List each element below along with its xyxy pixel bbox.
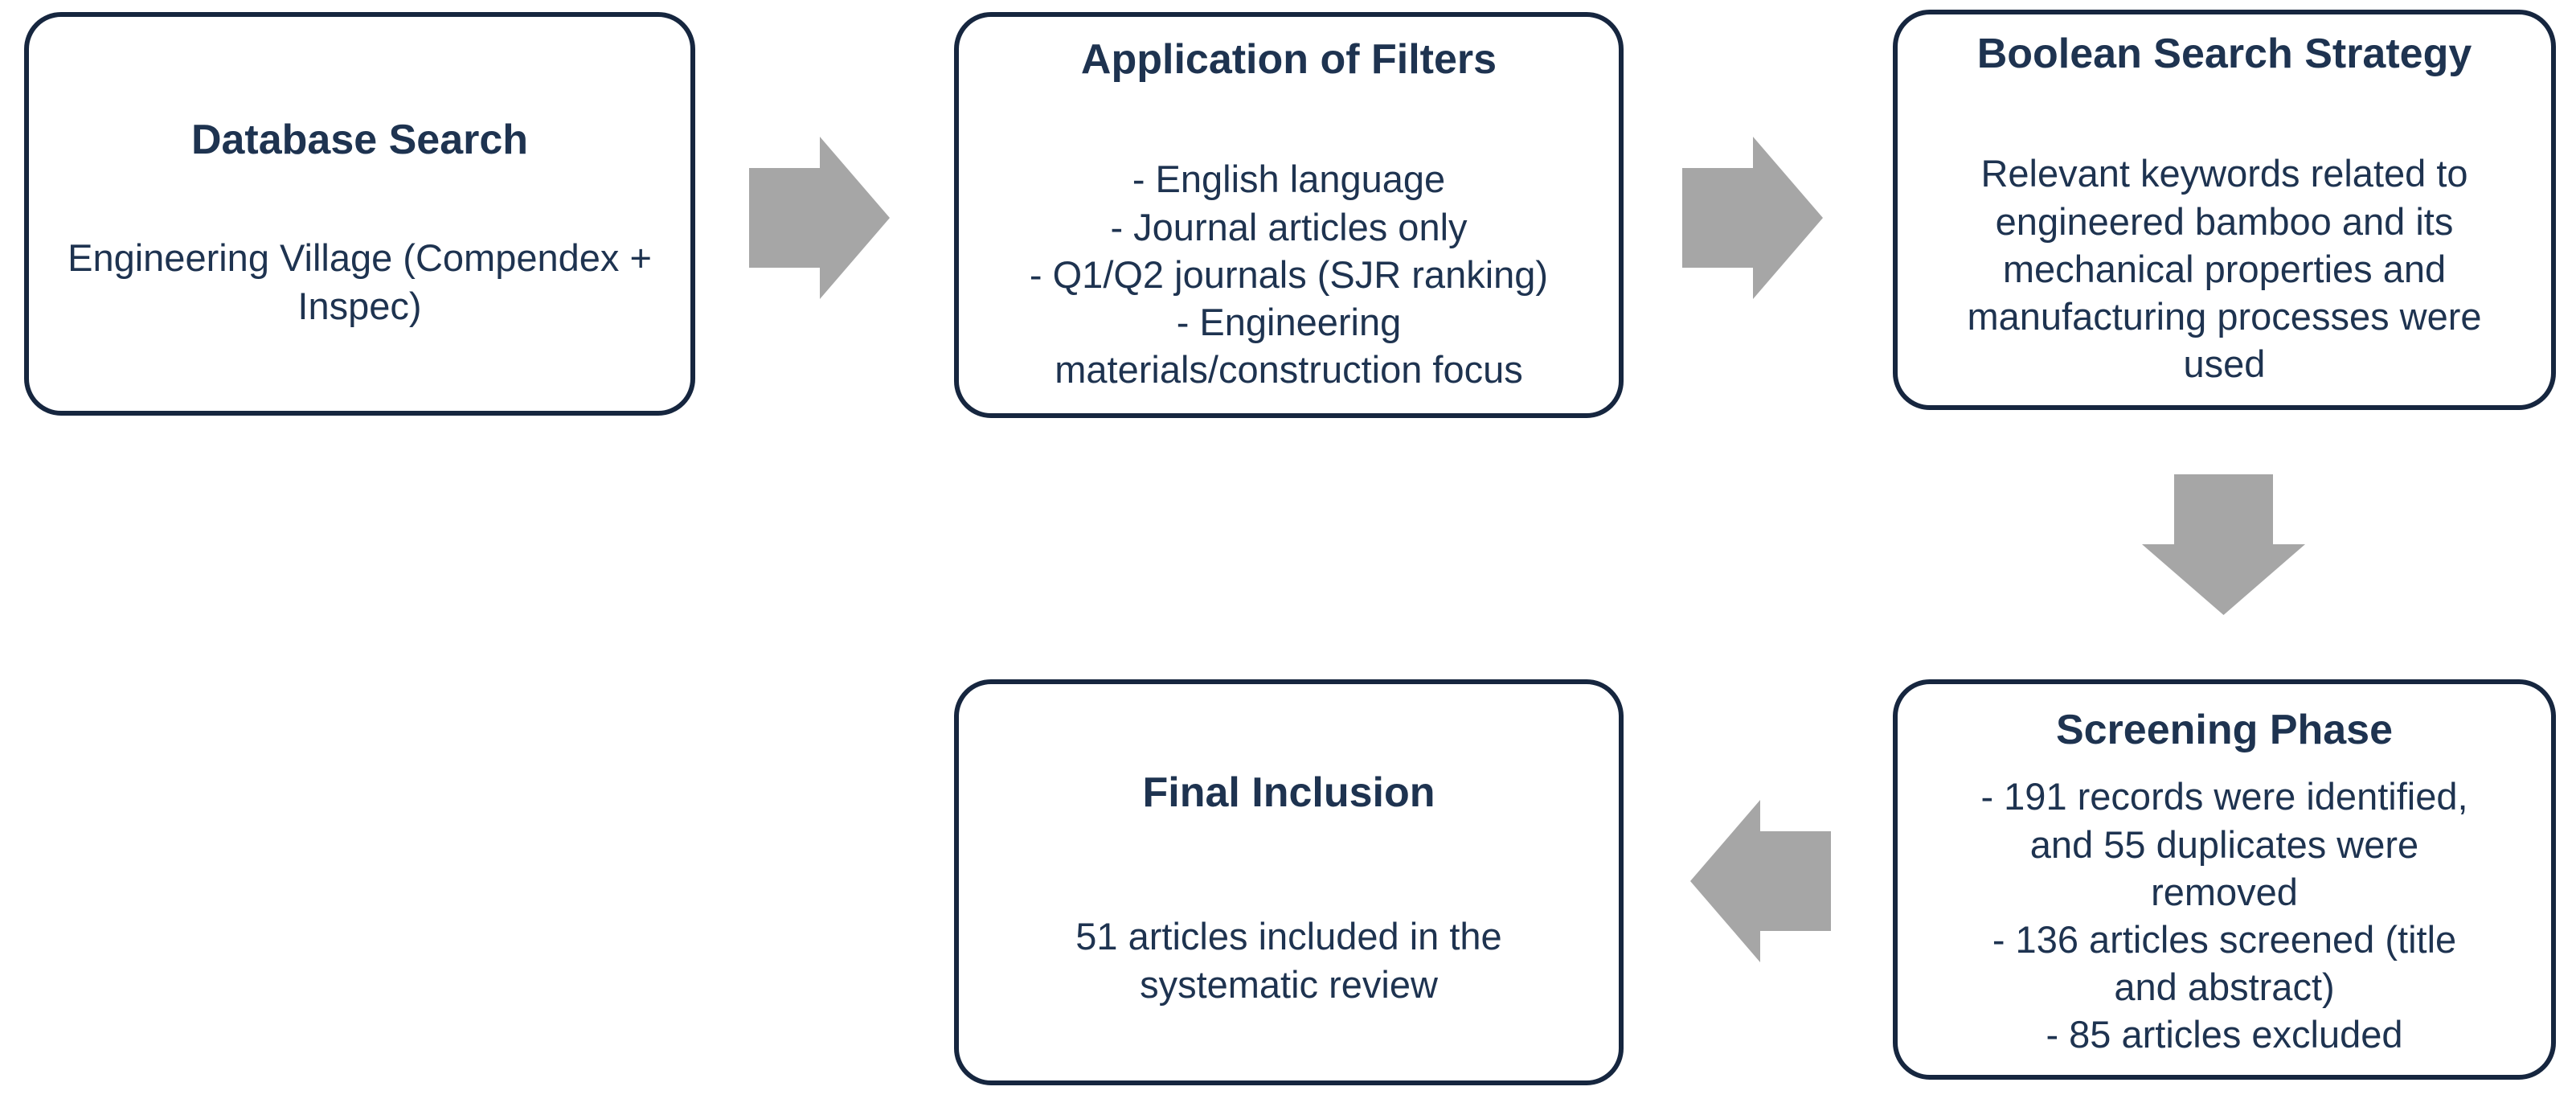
box-title: Screening Phase (2055, 707, 2394, 753)
flow-arrow-right-icon (749, 137, 890, 299)
box-final-inclusion: Final Inclusion 51 articles included in … (954, 679, 1624, 1085)
bullet-line: - Engineering materials/construction foc… (1055, 301, 1523, 392)
bullet-line: - English language (1132, 158, 1446, 201)
flow-arrow-down-icon (2142, 474, 2305, 615)
bullet-line: - Journal articles only (1110, 205, 1468, 248)
box-screening-phase: Screening Phase - 191 records were ident… (1893, 679, 2556, 1080)
box-database-search: Database Search Engineering Village (Com… (24, 12, 695, 416)
bullet-line: - 85 articles excluded (2046, 1013, 2403, 1056)
bullet-line: - 136 articles screened (title and abstr… (1992, 918, 2457, 1009)
box-title: Final Inclusion (1142, 769, 1435, 816)
box-body: 51 articles included in the systematic r… (1075, 915, 1502, 1006)
bullet-line: - Q1/Q2 journals (SJR ranking) (1029, 252, 1549, 296)
flow-arrow-right-icon (1682, 137, 1823, 299)
box-title: Database Search (190, 117, 529, 163)
box-boolean-search-strategy: Boolean Search Strategy Relevant keyword… (1893, 10, 2556, 410)
box-application-of-filters: Application of Filters - English languag… (954, 12, 1624, 418)
flow-arrow-left-icon (1690, 800, 1831, 962)
box-body: Engineering Village (Compendex + Inspec) (68, 236, 652, 327)
bullet-line: - 191 records were identified, and 55 du… (1980, 775, 2468, 913)
box-title: Application of Filters (1080, 36, 1497, 83)
box-body: Relevant keywords related to engineered … (1967, 152, 2482, 386)
box-title: Boolean Search Strategy (1976, 31, 2472, 77)
